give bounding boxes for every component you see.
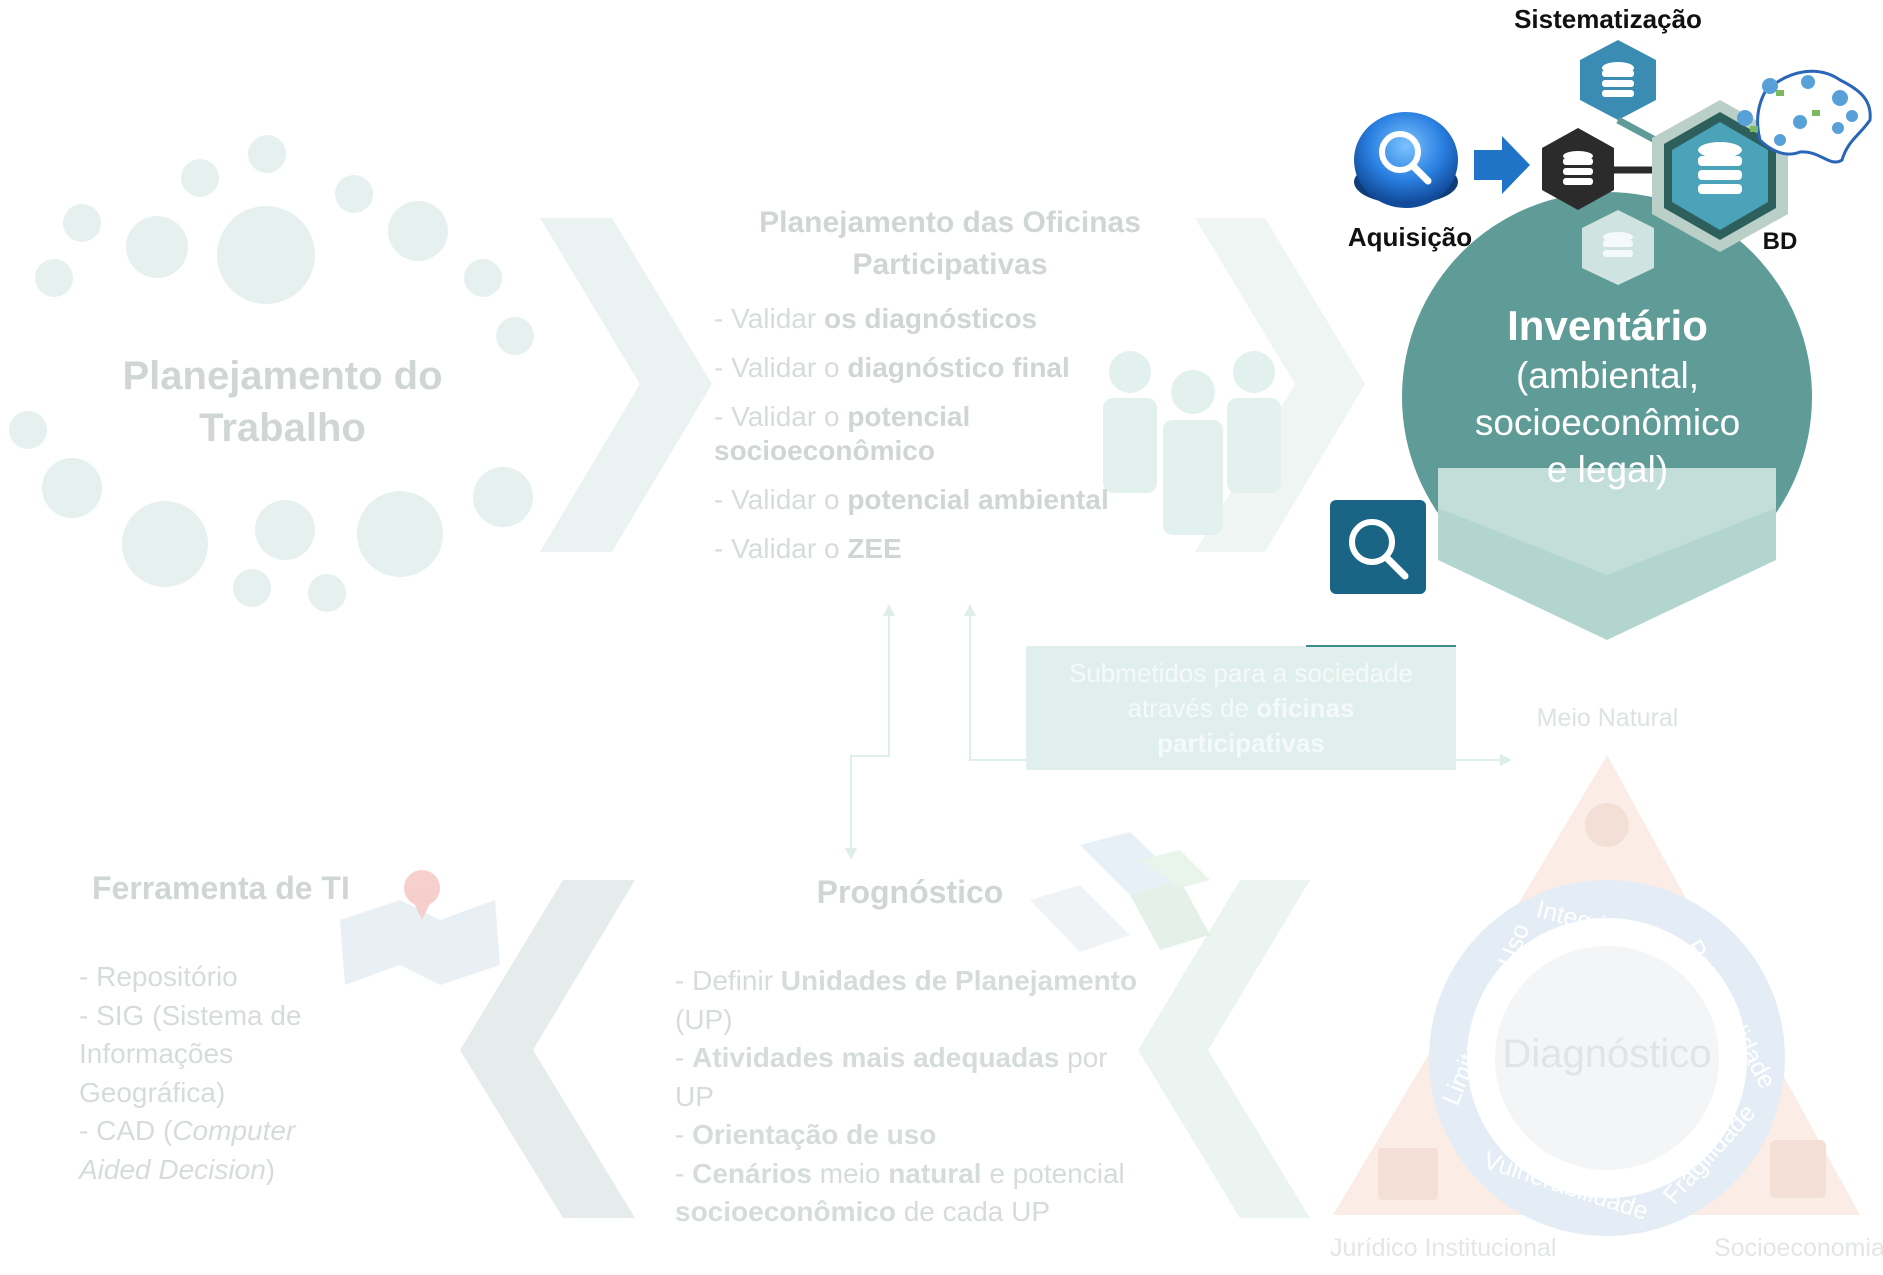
planejamento-trabalho-line2: Trabalho xyxy=(199,406,366,450)
prognostico-line4: UP xyxy=(675,1080,714,1112)
label-aquisicao: Aquisição xyxy=(1347,222,1473,252)
ferramenta-title: Ferramenta de TI xyxy=(92,870,350,906)
map-pin-icon xyxy=(340,870,500,985)
prognostico-line7: socioeconômico de cada UP xyxy=(675,1196,1051,1227)
ferramenta-line5: - CAD (Computer xyxy=(79,1115,296,1146)
label-juridico-institucional: Jurídico Institucional xyxy=(1330,1234,1557,1262)
prognostico-list: - Definir Unidades de Planejamento (UP) … xyxy=(675,962,1195,1232)
ferramenta-line6: Aided Decision) xyxy=(79,1153,276,1185)
oficinas-item: - Validar o potencial ambiental xyxy=(714,484,1109,515)
submetidos-line3: participativas xyxy=(1157,728,1325,758)
planejamento-trabalho-title: Planejamento do Trabalho xyxy=(90,350,475,454)
ferramenta-line4: Geográfica) xyxy=(79,1076,226,1108)
inventario-title: Inventário xyxy=(1507,302,1708,349)
submetidos-line2: através de oficinas xyxy=(1127,693,1355,723)
hex-bottom-icon xyxy=(1582,210,1654,285)
dots-ring-decoration xyxy=(9,135,534,612)
ferramenta-line1: - Repositório xyxy=(79,961,238,992)
ferramenta-line3: Informações xyxy=(79,1038,234,1069)
ferramenta-list: - Repositório - SIG (Sistema de Informaç… xyxy=(79,958,409,1189)
arrow-right-icon xyxy=(1474,136,1530,194)
chevron-right-1 xyxy=(540,218,712,552)
oficinas-item: - Validar os diagnósticos xyxy=(714,303,1038,334)
search-icon xyxy=(1330,500,1426,594)
inventario-text: Inventário (ambiental, socioeconômico e … xyxy=(1440,300,1775,493)
label-socioeconomia: Socioeconomia xyxy=(1714,1234,1883,1262)
chevron-left-2 xyxy=(1138,880,1310,1218)
planejamento-trabalho-line1: Planejamento do xyxy=(122,354,443,398)
oficinas-item: - Validar o diagnóstico final xyxy=(714,352,1070,383)
label-sistematizacao: Sistematização xyxy=(1514,4,1702,34)
submetidos-text: Submetidos para a sociedade através de o… xyxy=(1026,656,1456,761)
prognostico-line6: - Cenários meio natural e potencial xyxy=(675,1157,1125,1189)
search-button-icon xyxy=(1354,112,1458,208)
ferramenta-line2: - SIG (Sistema de xyxy=(79,999,302,1031)
people-icon xyxy=(1103,351,1281,535)
oficinas-item: - Validar o potencial xyxy=(714,401,971,432)
map-tiles-icon xyxy=(1030,832,1210,952)
submetidos-line1: Submetidos para a sociedade xyxy=(1068,658,1413,688)
prognostico-line2: (UP) xyxy=(675,1003,733,1035)
oficinas-title-line1: Planejamento das Oficinas xyxy=(759,206,1141,239)
oficinas-title-line2: Participativas xyxy=(852,248,1048,281)
prognostico-line3: - Atividades mais adequadas por xyxy=(675,1042,1108,1073)
chevron-left-1 xyxy=(460,880,635,1218)
label-meio-natural: Meio Natural xyxy=(1536,704,1679,732)
prognostico-title: Prognóstico xyxy=(816,874,1004,910)
submetidos-box xyxy=(1026,646,1456,770)
diagnostico-center-label: Diagnóstico xyxy=(1502,1032,1712,1076)
label-bd: BD xyxy=(1762,228,1798,255)
prognostico-line1: - Definir Unidades de Planejamento xyxy=(675,965,1138,996)
diagnostico-sector-icons xyxy=(1378,803,1826,1200)
database-glyphs xyxy=(1563,62,1742,257)
inventario-line2: socioeconômico xyxy=(1474,402,1741,443)
oficinas-title: Planejamento das Oficinas Participativas xyxy=(720,202,1180,286)
oficinas-item: - Validar o ZEE xyxy=(714,533,902,564)
inventario-line1: (ambiental, xyxy=(1515,355,1700,396)
oficinas-item: socioeconômico xyxy=(714,435,935,466)
brazil-map-icon xyxy=(1737,69,1872,164)
inventario-line3: e legal) xyxy=(1546,449,1669,490)
prognostico-line5: - Orientação de uso xyxy=(675,1119,937,1150)
